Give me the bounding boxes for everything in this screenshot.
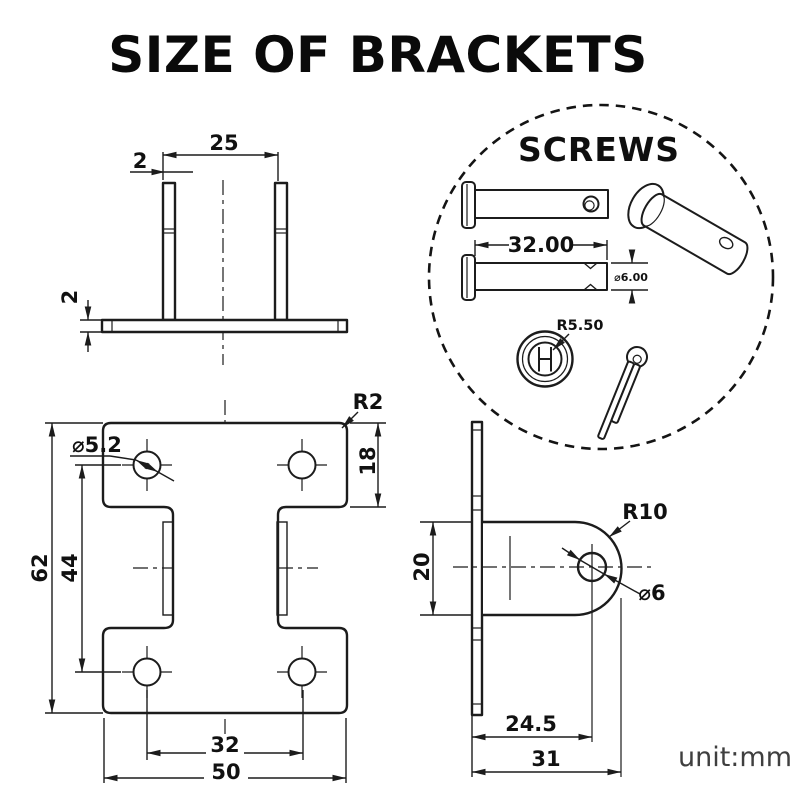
hole-bottom-right (287, 657, 317, 687)
dim-50-label: 50 (211, 760, 240, 784)
clevis-pin-3d (627, 182, 749, 276)
left-wall (161, 181, 177, 322)
dim-20-label: 20 (410, 552, 434, 581)
cotter-pin-leg-short (610, 363, 641, 424)
pin-head (461, 181, 476, 229)
hole-top-left (132, 450, 162, 480)
dim-lug-radius-label: R10 (622, 500, 667, 524)
left-slot (162, 521, 174, 616)
groove-top (583, 262, 598, 270)
right-slot (276, 521, 288, 616)
hole-bottom-left (132, 657, 162, 687)
dim-hole-diameter-label: ⌀5.2 (72, 433, 122, 457)
dim-wall-2-label: 2 (133, 149, 148, 173)
plate-side-view: 20 R10 ⌀6 24.5 31 (410, 420, 668, 777)
cotter-pin (597, 346, 648, 440)
dim-lug-hole-label: ⌀6 (638, 581, 665, 605)
pin-head (461, 254, 476, 301)
plate-outline (101, 421, 349, 715)
dim-44-label: 44 (58, 553, 82, 582)
pin-hole (582, 195, 600, 213)
dim-pin-diameter-label: ⌀6.00 (614, 271, 648, 284)
right-wall (273, 181, 289, 322)
dim-62-label: 62 (28, 553, 52, 582)
dim-25-label: 25 (209, 131, 238, 155)
dim-pin-length-label: 32.00 (508, 233, 574, 257)
screws-title: SCREWS (518, 130, 680, 169)
leader-r2 (341, 411, 359, 429)
dim-31-label: 31 (531, 747, 560, 771)
plate-edge (470, 420, 484, 717)
plate-front-view: 62 44 18 32 50 ⌀5.2 R2 (28, 390, 386, 784)
dim-245-label: 24.5 (505, 712, 557, 736)
pin-shaft (474, 262, 608, 291)
dim-head-radius-label: R5.50 (557, 318, 604, 334)
base-plate (100, 318, 349, 334)
dim-32-label: 32 (210, 733, 239, 757)
page-title: SIZE OF BRACKETS (108, 26, 648, 84)
pin-shaft-3d (640, 192, 749, 276)
groove-bottom (583, 283, 598, 291)
cotter-pin-leg-long (597, 360, 635, 440)
dim-18-label: 18 (356, 446, 380, 475)
unit-note: unit:mm (678, 742, 792, 773)
dia52-arrows (135, 459, 159, 473)
top-section-view: 25 2 2 (58, 131, 349, 365)
hole-top-right (287, 450, 317, 480)
clevis-pin-dimensioned: 32.00 ⌀6.00 (461, 233, 648, 304)
leader-r10 (608, 520, 631, 538)
clevis-pin-side (461, 181, 609, 229)
detail-circle (427, 103, 775, 451)
dim-corner-radius-label: R2 (353, 390, 384, 414)
pin-head-end-view: R5.50 (516, 318, 604, 388)
leader-r550 (552, 333, 570, 351)
screws-detail-bubble: SCREWS 32.00 ⌀6.00 (427, 103, 775, 451)
pin-hole-3d (718, 236, 734, 250)
dim-base-2-label: 2 (58, 290, 82, 305)
